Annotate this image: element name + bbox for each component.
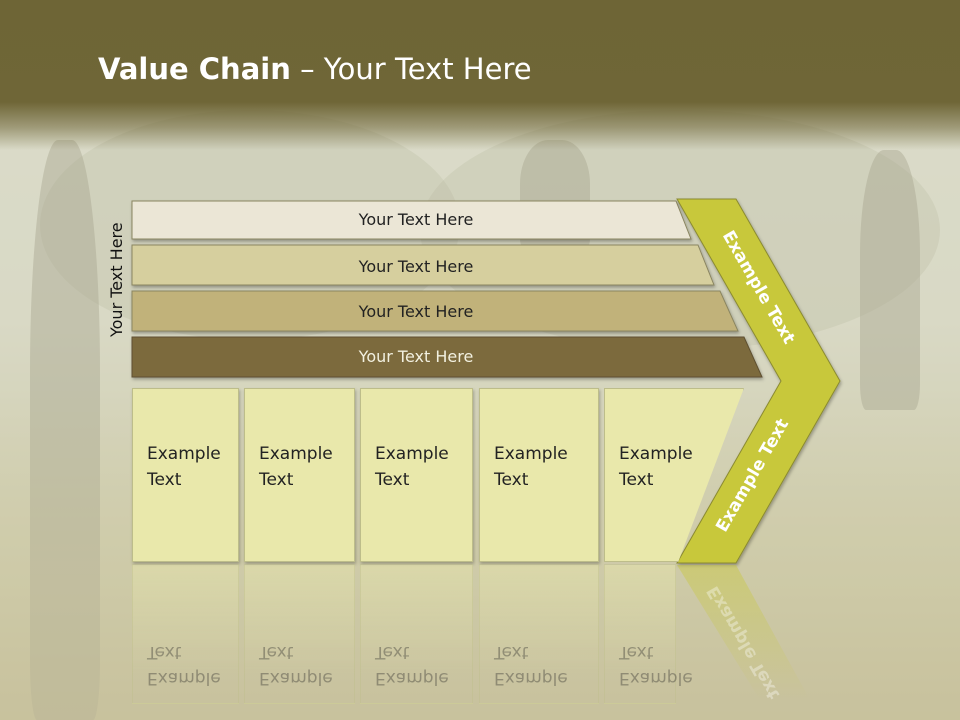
activity-box-5-ext (604, 388, 764, 562)
slide-title: Value Chain – Your Text Here (98, 52, 532, 86)
box-3-reflection-label: Example Text (375, 639, 449, 691)
title-band (0, 0, 960, 150)
chevron-reflection (677, 565, 810, 700)
box-2-reflection: Example Text (244, 564, 355, 704)
bar-2 (131, 244, 715, 286)
box-5-refl-line2: Text (619, 642, 654, 662)
bar-3-label: Your Text Here (358, 302, 474, 321)
box-1-reflection: Example Text (132, 564, 239, 704)
box-5-line2: Text (619, 470, 654, 490)
box-5-reflection-label: Example Text (619, 639, 693, 691)
box-5-reflection: Example Text (604, 564, 693, 704)
box-1-refl-line2: Text (147, 642, 182, 662)
chevron-arrow (676, 198, 841, 564)
box-3-refl-line1: Example (375, 668, 449, 688)
bar-3 (131, 290, 739, 332)
bar-2-label: Your Text Here (358, 257, 474, 276)
box-2-refl-line2: Text (259, 642, 294, 662)
box-4-refl-line1: Example (494, 668, 568, 688)
box-1-line2: Text (147, 470, 182, 490)
box-2-line1: Example (259, 444, 333, 464)
box-2-line2: Text (259, 470, 294, 490)
box-3-refl-line2: Text (375, 642, 410, 662)
box-1-refl-line1: Example (147, 668, 221, 688)
title-rest: – Your Text Here (290, 52, 532, 86)
bar-1 (131, 200, 692, 240)
box-3-line2: Text (375, 470, 410, 490)
box-5-refl-line1: Example (619, 668, 693, 688)
box-4-line2: Text (494, 470, 529, 490)
box-2-refl-line1: Example (259, 668, 333, 688)
box-1-reflection-label: Example Text (147, 639, 221, 691)
box-3-reflection: Example Text (360, 564, 473, 704)
box-4-reflection: Example Text (479, 564, 599, 704)
box-3-line1: Example (375, 444, 449, 464)
title-bold: Value Chain (98, 52, 291, 86)
box-4-reflection-label: Example Text (494, 639, 568, 691)
box-1-line1: Example (147, 444, 221, 464)
bar-4 (131, 336, 763, 378)
box-4-line1: Example (494, 444, 568, 464)
box-2-reflection-label: Example Text (259, 639, 333, 691)
bar-1-label: Your Text Here (358, 210, 474, 229)
bar-4-label: Your Text Here (358, 347, 474, 366)
box-5-line1: Example (619, 444, 693, 464)
box-4-refl-line2: Text (494, 642, 529, 662)
